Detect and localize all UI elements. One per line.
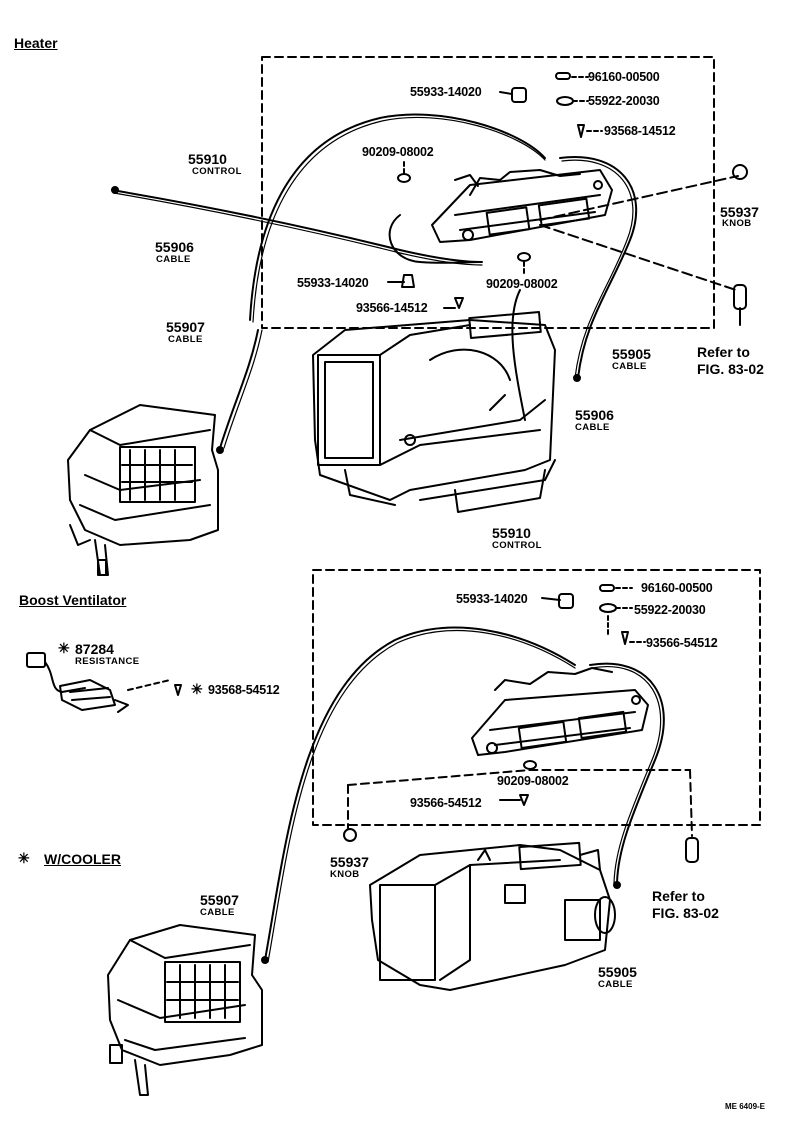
cooler-part-93566-54512-b: 93566-54512 [410, 796, 482, 810]
part-55933-14020-top: 55933-14020 [410, 85, 482, 99]
cooler-part-96160-00500: 96160-00500 [641, 581, 713, 595]
cooler-part-55933-14020: 55933-14020 [456, 592, 528, 606]
cable-55905-name: CABLE [612, 361, 647, 372]
cooler-knob-55937-number: 55937 [330, 854, 369, 870]
cooler-cable-55905 [589, 662, 665, 884]
cooler-control-assembly [471, 667, 649, 756]
cooler-cable-55905-number: 55905 [598, 964, 637, 980]
heater-unit-drawing [312, 310, 556, 513]
cooler-cable-55905-name: CABLE [598, 979, 633, 990]
cooler-cable-55907-number: 55907 [200, 892, 239, 908]
refer-fig-cooler: FIG. 83-02 [652, 905, 719, 921]
part-93568-14512: 93568-14512 [604, 124, 676, 138]
boost-resistance-drawing [26, 652, 182, 713]
w-cooler-mark: ✳ [18, 850, 30, 866]
part-96160-00500: 96160-00500 [588, 70, 660, 84]
cooler-blower-drawing [107, 924, 263, 1096]
part-55933-14020-bottom: 55933-14020 [297, 276, 369, 290]
boost-screw-mark: ✳ [191, 681, 203, 697]
cooler-part-93566-54512-a: 93566-54512 [646, 636, 718, 650]
heater-cable-55905 [559, 155, 638, 379]
cable-55906-number: 55906 [155, 239, 194, 255]
knob-55937-name: KNOB [722, 218, 752, 229]
section-boost-ventilator-title: Boost Ventilator [19, 592, 127, 608]
heater-cable-inner-loop [388, 214, 481, 264]
section-w-cooler-title: W/COOLER [44, 851, 121, 867]
part-55922-20030: 55922-20030 [588, 94, 660, 108]
heater-control-assembly [431, 169, 613, 243]
control2-55910-name: CONTROL [492, 540, 542, 551]
part-90209-08002-right: 90209-08002 [486, 277, 558, 291]
resistance-87284-number: 87284 [75, 641, 114, 657]
cable-55906-name: CABLE [156, 254, 191, 265]
cable-55905-number: 55905 [612, 346, 651, 362]
resistance-87284-name: RESISTANCE [75, 656, 140, 667]
cooler-cable-55907-name: CABLE [200, 907, 235, 918]
boost-mark-symbol: ✳ [58, 640, 70, 656]
cooler-part-55922-20030: 55922-20030 [634, 603, 706, 617]
refer-to-text-cooler: Refer to [652, 888, 705, 904]
part-93566-14512: 93566-14512 [356, 301, 428, 315]
cooler-control-dashed-box [312, 569, 761, 826]
cable-55907-number: 55907 [166, 319, 205, 335]
section-heater-title: Heater [14, 35, 58, 51]
cooler-knob-55937-name: KNOB [330, 869, 360, 880]
refer-to-text-heater: Refer to [697, 344, 750, 360]
knob-55937-number: 55937 [720, 204, 759, 220]
heater-cable-55906 [111, 189, 483, 263]
cooler-part-90209-08002: 90209-08002 [497, 774, 569, 788]
heater-control-dashed-box [261, 56, 715, 329]
refer-fig-heater: FIG. 83-02 [697, 361, 764, 377]
cooler-control-cable-55907 [264, 626, 576, 961]
cooler-unit-drawing [369, 841, 616, 991]
heater-blower-drawing [67, 404, 219, 576]
part-90209-08002-left: 90209-08002 [362, 145, 434, 159]
cable-55907-name: CABLE [168, 334, 203, 345]
heater-control-cable-55910 [249, 113, 546, 321]
part-93568-54512: 93568-54512 [208, 683, 280, 697]
control-55910-number: 55910 [188, 151, 227, 167]
footer-code: ME 6409-E [725, 1102, 766, 1111]
cable-55906b-number: 55906 [575, 407, 614, 423]
heater-cable-55907 [219, 329, 259, 449]
control-55910-name: CONTROL [192, 166, 242, 177]
control2-55910-number: 55910 [492, 525, 531, 541]
cable-55906b-name: CABLE [575, 422, 610, 433]
